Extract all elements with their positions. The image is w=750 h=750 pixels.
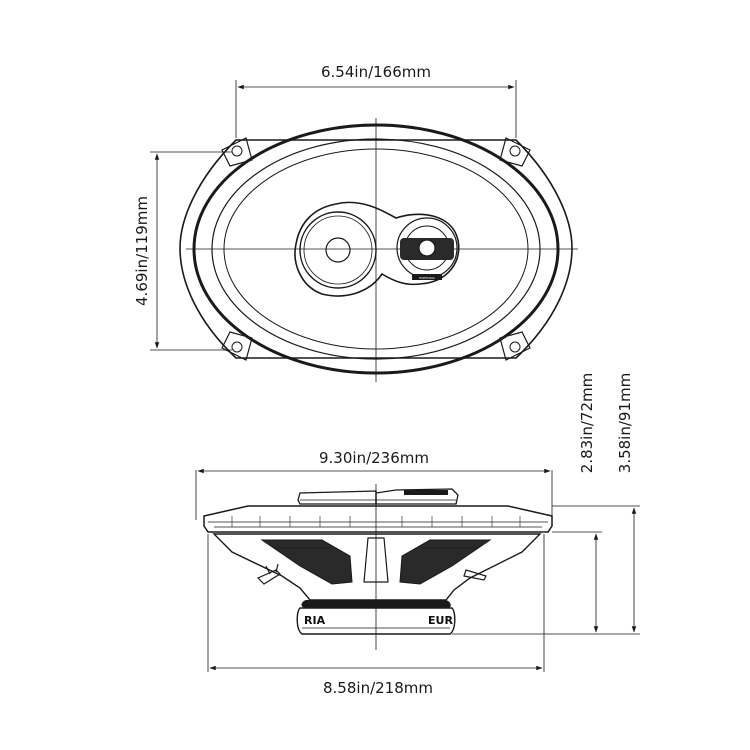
side-basket-window-left [260,539,353,585]
label-top-height: 4.69in/119mm [133,196,151,306]
side-basket-window-right [399,539,492,585]
top-view-bridge [294,201,460,297]
midrange-inner [303,215,373,285]
tweeter-label: EUPHORIA [419,276,435,280]
magnet-brand-right: EUR [428,614,453,627]
side-tweeter-label [404,490,448,495]
side-magnet-body [296,607,456,635]
dim-top-width: 6.54in/166mm [235,63,517,138]
top-view-flange [179,139,573,359]
midrange-outer [299,211,377,289]
midrange-dome [325,237,351,263]
label-overall-width: 9.30in/236mm [319,449,429,467]
side-midrange-profile [297,490,377,505]
tweeter-label-plate [412,274,442,280]
magnet-brand-left: RIA [304,614,326,627]
dim-mount-depth: 2.83in/72mm [452,373,602,635]
side-flange-ticks [231,516,521,527]
dim-basket-width: 8.58in/218mm [207,534,545,697]
dim-total-depth: 3.58in/91mm [552,373,640,635]
side-terminal-right [463,569,487,581]
label-top-width: 6.54in/166mm [321,63,431,81]
side-terminal-left [256,563,281,585]
dim-top-height: 4.69in/119mm [133,151,232,351]
side-basket-strut-center [363,537,389,583]
label-mount-depth: 2.83in/72mm [578,373,596,473]
side-basket-outline [212,533,542,601]
label-basket-width: 8.58in/218mm [323,679,433,697]
label-total-depth: 3.58in/91mm [616,373,634,473]
top-view: EUPHORIA [179,118,578,382]
dim-overall-width: 9.30in/236mm [195,449,553,520]
side-view: RIA EUR [203,484,553,650]
tweeter-dome [418,239,436,257]
side-flange [203,505,553,533]
